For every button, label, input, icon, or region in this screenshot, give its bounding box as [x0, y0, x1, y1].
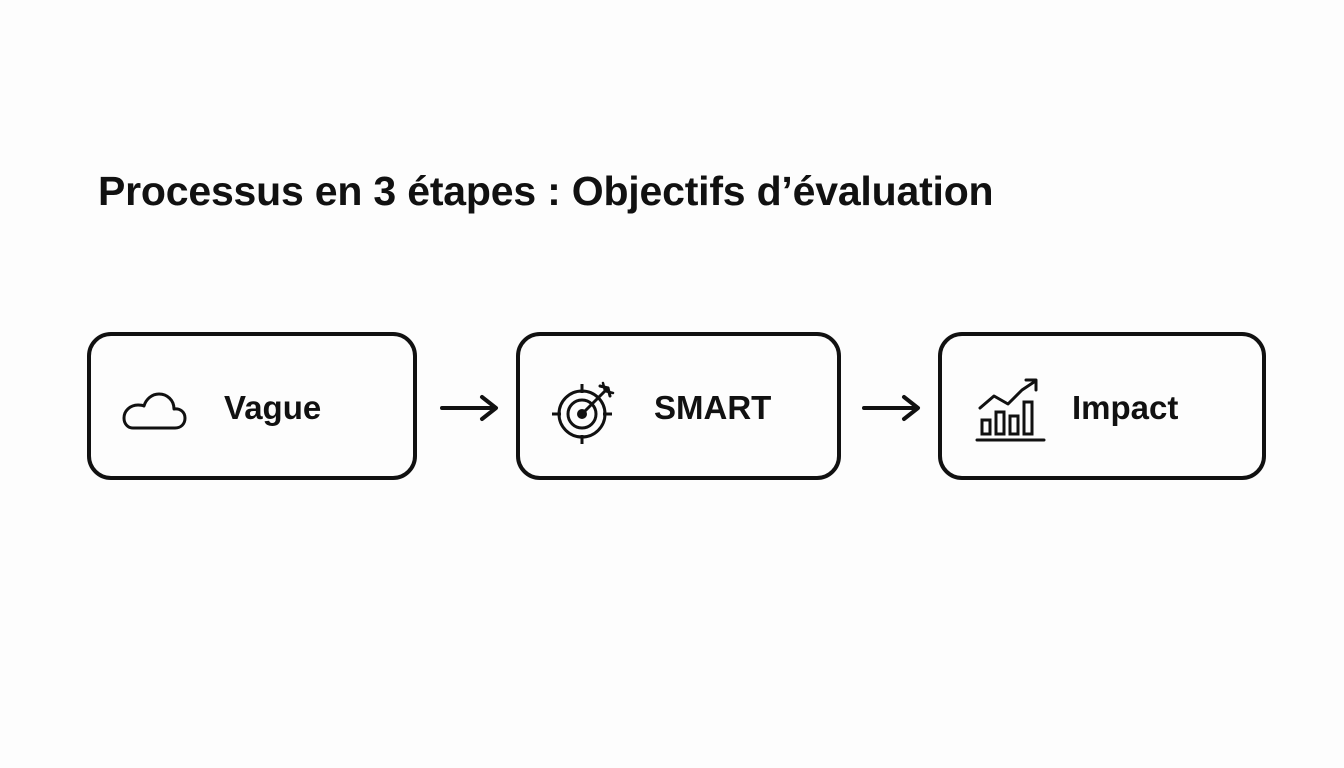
diagram-title: Processus en 3 étapes : Objectifs d’éval…: [98, 168, 994, 214]
step-impact-box: Impact: [938, 332, 1266, 480]
target-arrow-icon: [552, 381, 615, 444]
cloud-icon: [122, 392, 187, 430]
step-vague-label: Vague: [224, 389, 322, 426]
step-smart-label: SMART: [654, 389, 772, 426]
arrow-right-icon: [862, 395, 920, 421]
step-vague-box: Vague: [87, 332, 417, 480]
step-impact-label: Impact: [1072, 389, 1179, 426]
growth-chart-icon: [975, 378, 1046, 442]
arrow-right-icon: [440, 395, 498, 421]
step-smart-box: SMART: [516, 332, 841, 480]
